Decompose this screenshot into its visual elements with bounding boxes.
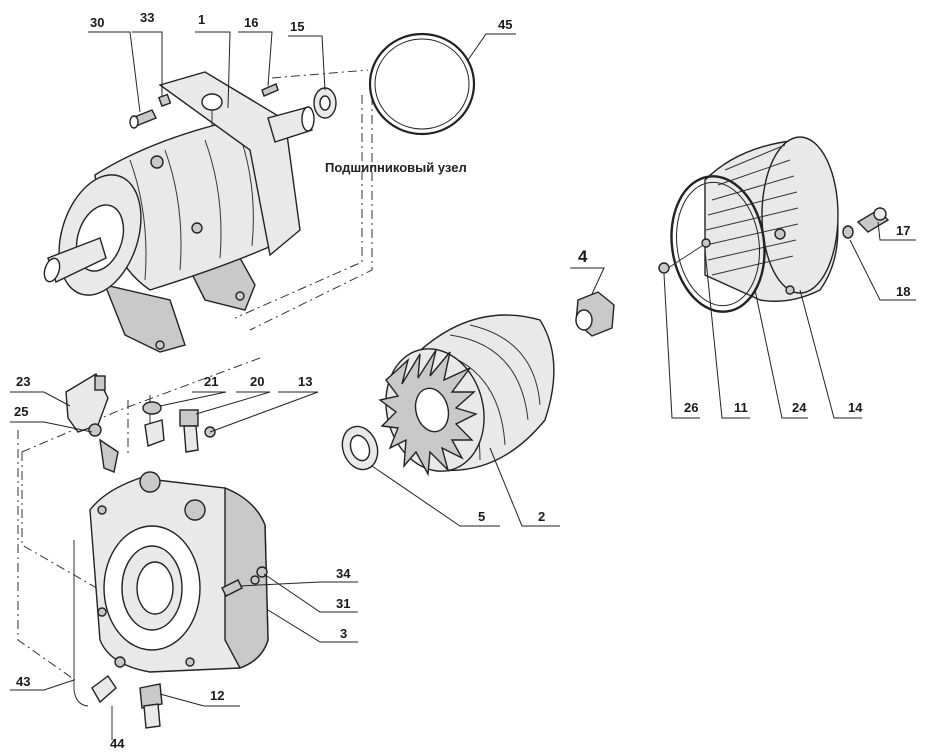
label-13: 13: [298, 374, 312, 389]
pump-housing-assembly: [43, 71, 315, 353]
part-labels: 30 33 1 16 15 45 4 17 18 26 11 24 14 23 …: [14, 10, 910, 751]
label-11: 11: [734, 400, 748, 415]
part-33-pin: [157, 93, 172, 107]
label-2: 2: [538, 509, 545, 524]
label-45: 45: [498, 17, 512, 32]
label-21: 21: [204, 374, 218, 389]
part-16-key: [261, 83, 279, 97]
label-43: 43: [16, 674, 30, 689]
part-23-elbow: [65, 373, 109, 433]
part-21-plug: [142, 401, 165, 447]
label-33: 33: [140, 10, 154, 25]
caption-bearing-unit: Подшипниковый узел: [325, 160, 467, 175]
part-20-sensor: [179, 409, 199, 453]
label-18: 18: [896, 284, 910, 299]
part-3-pump-cover: [89, 471, 269, 673]
label-3: 3: [340, 626, 347, 641]
label-26: 26: [684, 400, 698, 415]
label-24: 24: [792, 400, 807, 415]
part-34-bolt: [221, 579, 243, 597]
label-30: 30: [90, 15, 104, 30]
leader-lines: [10, 31, 916, 707]
label-16: 16: [244, 15, 258, 30]
label-23: 23: [16, 374, 30, 389]
label-5: 5: [478, 509, 485, 524]
part-14-finned-cover: [704, 136, 839, 302]
part-26-nut: [658, 262, 670, 274]
part-5-gasket: [341, 425, 379, 471]
label-25: 25: [14, 404, 28, 419]
label-15: 15: [290, 19, 304, 34]
label-20: 20: [250, 374, 264, 389]
label-31: 31: [336, 596, 350, 611]
part-11-screw: [667, 238, 711, 269]
part-2-impeller: [378, 314, 555, 477]
part-4-nut: [575, 291, 615, 337]
part-25-fitting: [88, 423, 119, 473]
part-24-clamp-band: [670, 175, 766, 313]
label-44: 44: [110, 736, 125, 751]
part-30-bolt: [129, 109, 157, 129]
part-43-tube: [73, 540, 89, 707]
part-45-o-ring: [368, 32, 476, 136]
label-14: 14: [848, 400, 863, 415]
label-1: 1: [198, 12, 205, 27]
part-44-drain-plug: [91, 674, 117, 740]
part-12-fitting: [114, 656, 163, 729]
label-12: 12: [210, 688, 224, 703]
part-15-washer: [313, 87, 337, 119]
label-4: 4: [578, 247, 588, 266]
label-34: 34: [336, 566, 351, 581]
label-17: 17: [896, 223, 910, 238]
part-18-washer: [842, 225, 854, 239]
part-17-bolt: [856, 207, 890, 233]
